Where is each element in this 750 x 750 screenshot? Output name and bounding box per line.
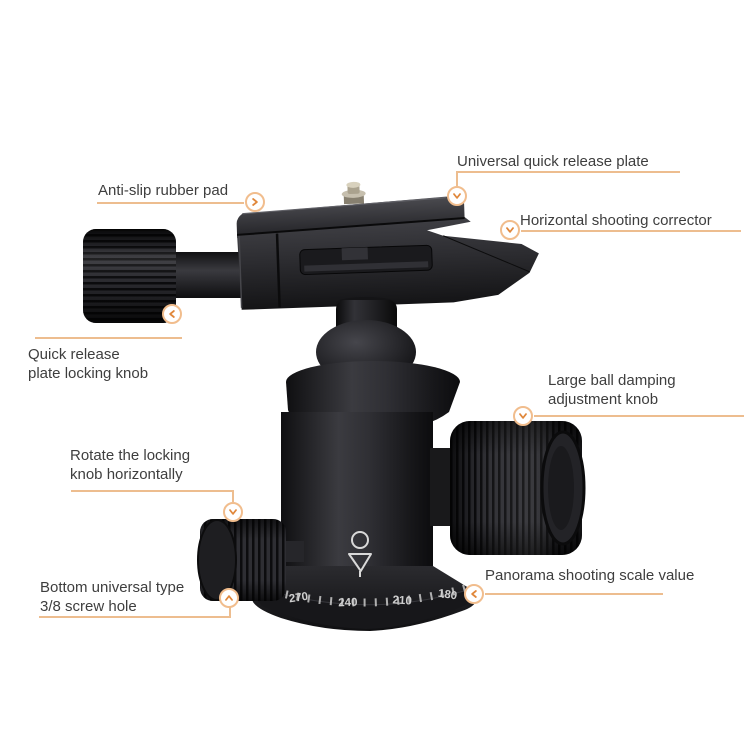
connector-line: [457, 171, 680, 173]
connector-line: [534, 415, 744, 417]
svg-text:270: 270: [288, 591, 309, 606]
arrow-down-circle-icon: [500, 220, 520, 240]
label-universal-quick-release-plate: Universal quick release plate: [457, 153, 649, 170]
connector-line: [97, 202, 244, 204]
label-quick-release-plate-locking-knob: Quick release plate locking knob: [28, 346, 149, 382]
panorama-scale-ring: [256, 587, 475, 629]
connector-line: [35, 337, 182, 339]
label-rotate-locking-knob: Rotate the locking knob horizontally: [70, 447, 191, 483]
svg-text:180: 180: [437, 588, 458, 603]
connector-line: [229, 607, 231, 617]
quick-release-locking-knob: [83, 229, 250, 323]
connector-line: [456, 171, 458, 186]
label-anti-slip-rubber-pad: Anti-slip rubber pad: [98, 182, 229, 199]
arrow-left-circle-icon: [464, 584, 484, 604]
connector-line: [521, 230, 741, 232]
connector-line: [485, 593, 663, 595]
scale-numbers: 270 240 210 180: [288, 588, 458, 610]
svg-text:240: 240: [338, 597, 358, 610]
arrow-up-circle-icon: [219, 588, 239, 608]
label-bottom-screw-hole: Bottom universal type 3/8 screw hole: [40, 579, 185, 615]
index-mark-icon: [348, 531, 372, 577]
label-panorama-shooting-scale: Panorama shooting scale value: [485, 567, 695, 584]
panorama-base: 270 240 210 180: [252, 566, 477, 631]
arrow-left-circle-icon: [162, 304, 182, 324]
camera-mounting-screw: [341, 181, 366, 205]
connector-line: [39, 616, 231, 618]
ball-housing: [286, 361, 460, 424]
main-body: [281, 412, 433, 570]
arrow-right-circle-icon: [245, 192, 265, 212]
connector-line: [232, 490, 234, 502]
label-horizontal-shooting-corrector: Horizontal shooting corrector: [520, 212, 712, 229]
svg-text:210: 210: [392, 594, 412, 607]
quick-release-plate: [236, 196, 465, 238]
arrow-down-circle-icon: [223, 502, 243, 522]
label-large-ball-damping-knob: Large ball damping adjustment knob: [548, 372, 676, 408]
pan-lock-knob: [197, 519, 304, 601]
quick-release-clamp: [236, 181, 539, 310]
damping-adjustment-knob: [430, 421, 586, 555]
arrow-down-circle-icon: [447, 186, 467, 206]
connector-line: [71, 490, 234, 492]
arrow-down-circle-icon: [513, 406, 533, 426]
ball-and-neck: [286, 297, 460, 424]
